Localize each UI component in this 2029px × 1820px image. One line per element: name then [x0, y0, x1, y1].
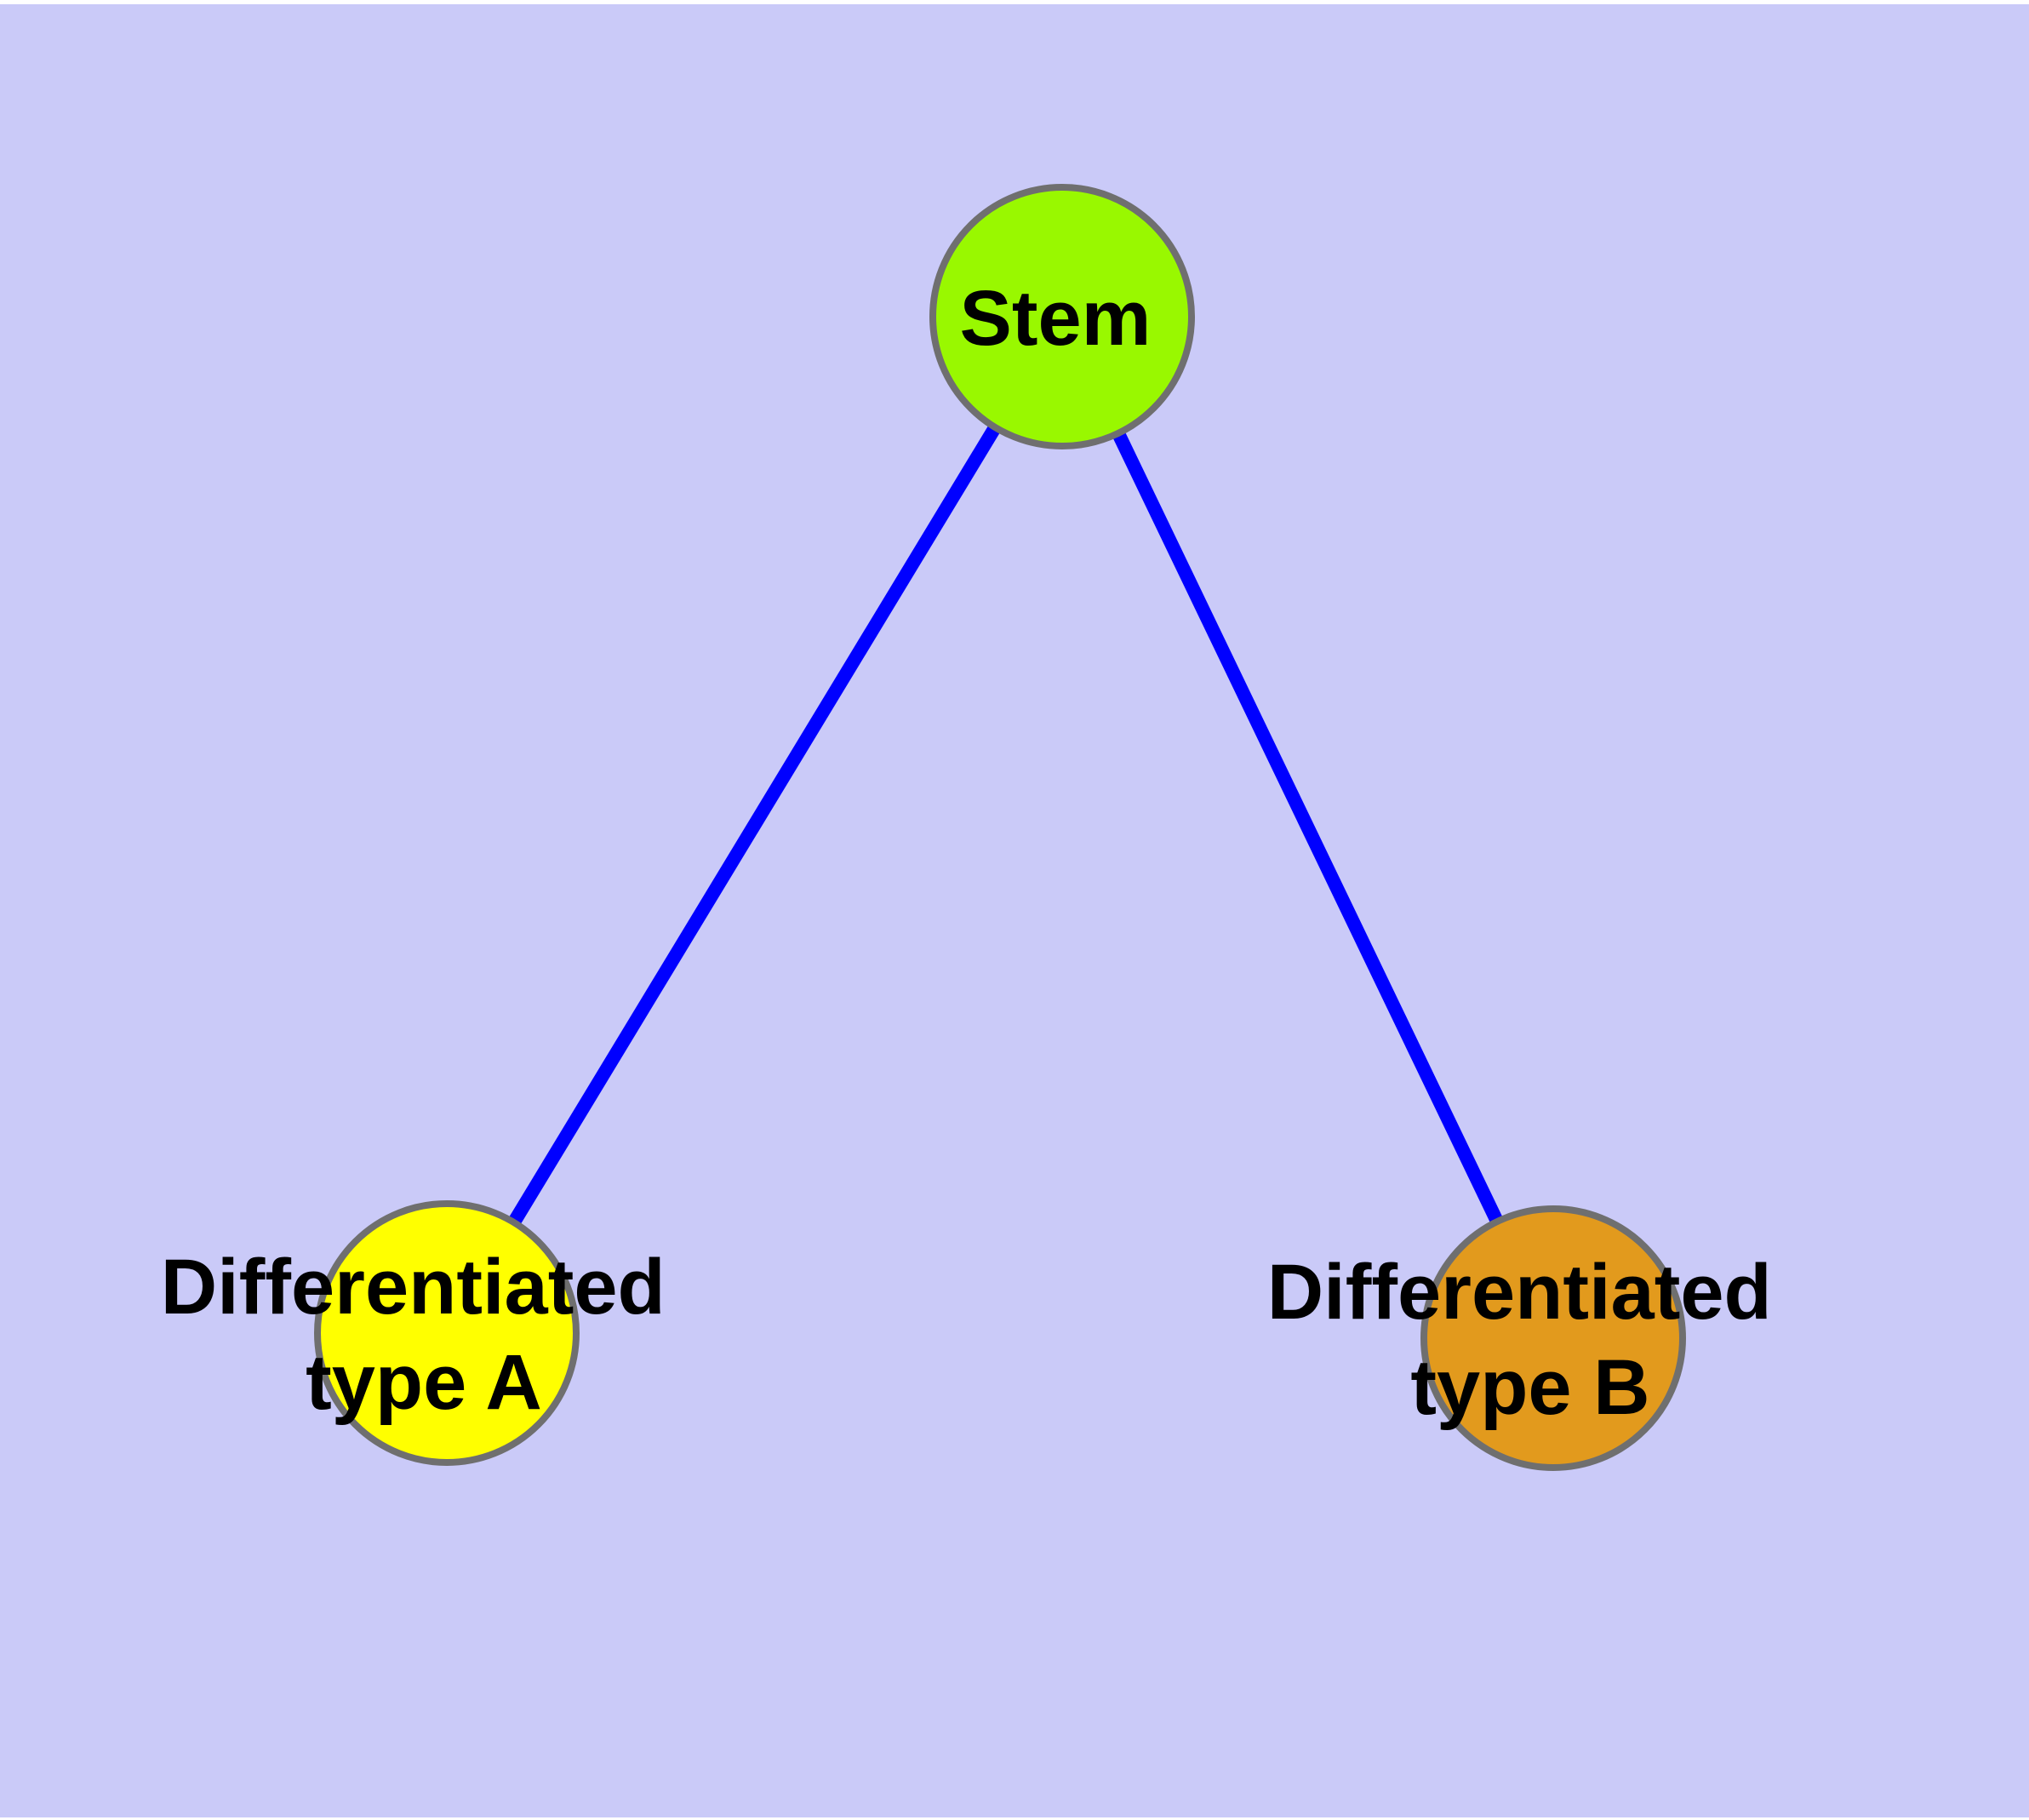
node-differentiated-type-a-label: Differentiated type A: [161, 1244, 688, 1426]
node-differentiated-type-b-circle: [1420, 1205, 1686, 1471]
node-differentiated-type-b-label-line2: type B: [1410, 1344, 1649, 1431]
node-differentiated-type-b-label-line1: Differentiated: [1267, 1249, 1772, 1336]
edge-stem-to-type-b: [1055, 313, 1560, 1342]
node-stem-circle: [929, 184, 1195, 449]
node-differentiated-type-a-label-line1: Differentiated: [161, 1244, 666, 1331]
node-differentiated-type-a-label-line2: type A: [306, 1339, 542, 1426]
node-differentiated-type-b-label: Differentiated type B: [1267, 1249, 1794, 1431]
edge-stem-to-type-a: [441, 312, 1068, 1337]
node-stem-label: Stem: [960, 275, 1152, 362]
node-differentiated-type-a-circle: [314, 1200, 580, 1466]
